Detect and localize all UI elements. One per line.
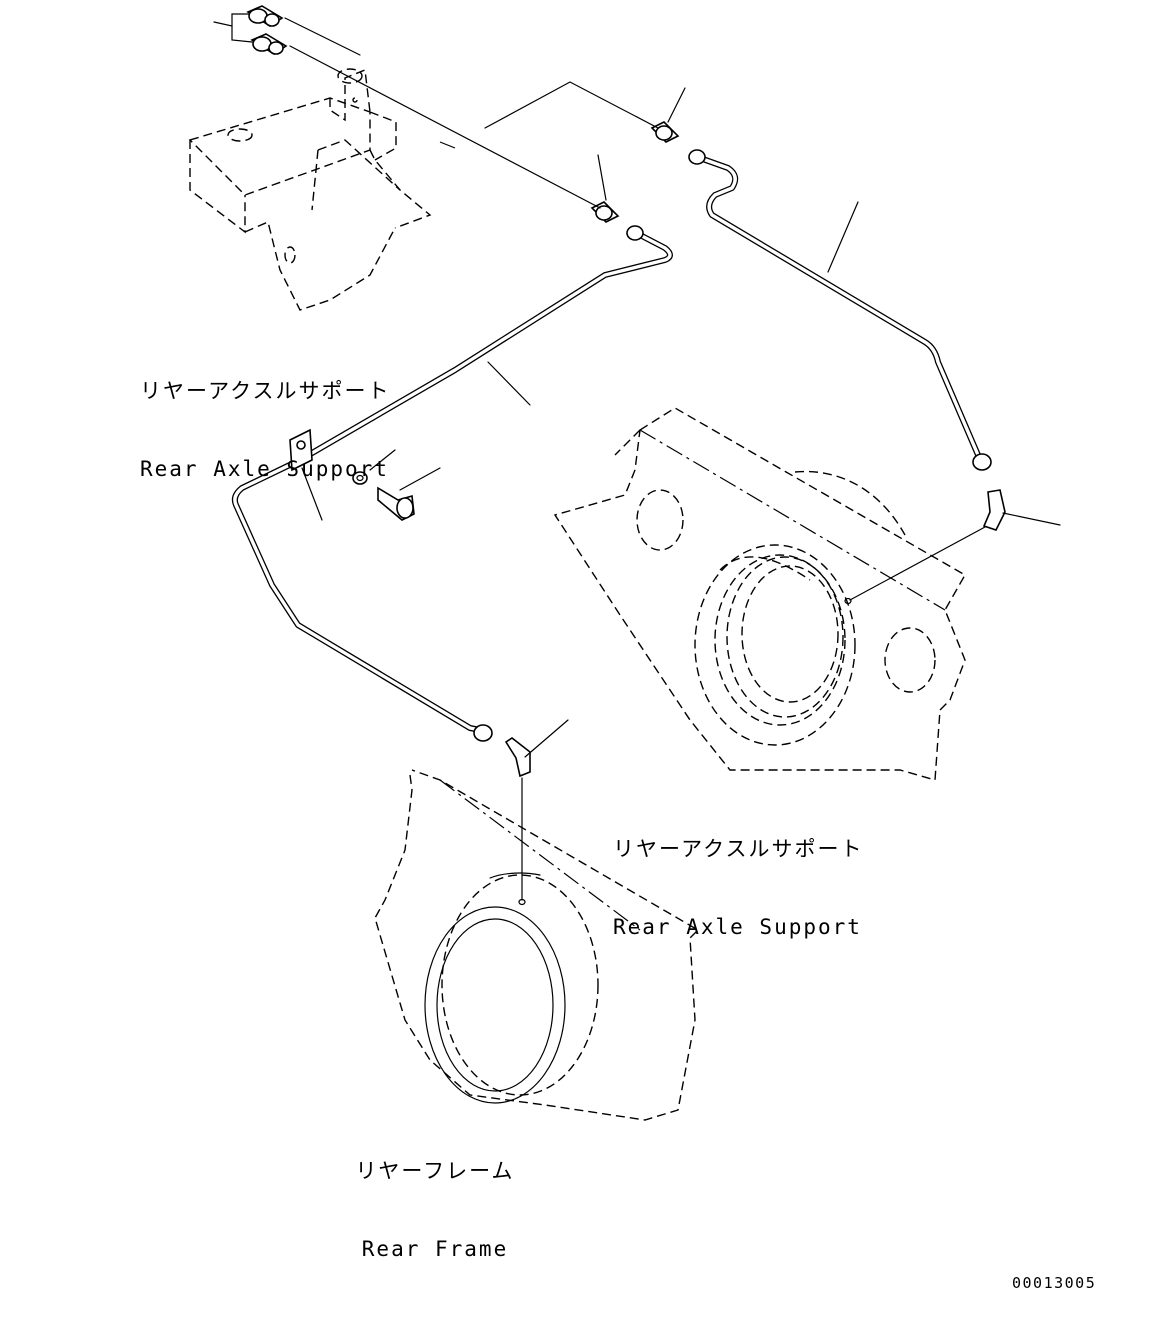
top-fitting-2 [250,33,288,55]
label-ja: リヤーアクスルサポート [613,837,864,861]
label-rear-axle-support-right: リヤーアクスルサポート Rear Axle Support [613,784,864,966]
fitting-nut-right [972,453,992,471]
elbow-lower [504,737,531,778]
label-rear-axle-support-upper: リヤーアクスルサポート Rear Axle Support [140,326,391,508]
rear-axle-support-upper-drawing [188,68,456,311]
leader-lines [213,13,1061,901]
rear-axle-support-right-drawing [553,407,966,781]
label-en: Rear Axle Support [140,457,389,481]
clamp-assembly [289,428,415,521]
fitting-upper-right [650,121,706,165]
washer [352,471,368,485]
label-rear-frame: リヤーフレーム Rear Frame [355,1106,515,1288]
fittings [246,5,1006,778]
label-en: Rear Axle Support [613,915,862,939]
pipes [231,155,981,733]
top-fitting-1 [246,5,284,27]
pipe-right [697,155,981,458]
drawing-number: 00013005 [1012,1274,1097,1292]
label-ja: リヤーフレーム [355,1159,515,1183]
label-ja: リヤーアクスルサポート [140,379,391,403]
label-en: Rear Frame [361,1237,509,1261]
fitting-nut-lower [473,724,493,742]
elbow-right [982,489,1006,531]
rear-frame-drawing [374,769,700,1121]
